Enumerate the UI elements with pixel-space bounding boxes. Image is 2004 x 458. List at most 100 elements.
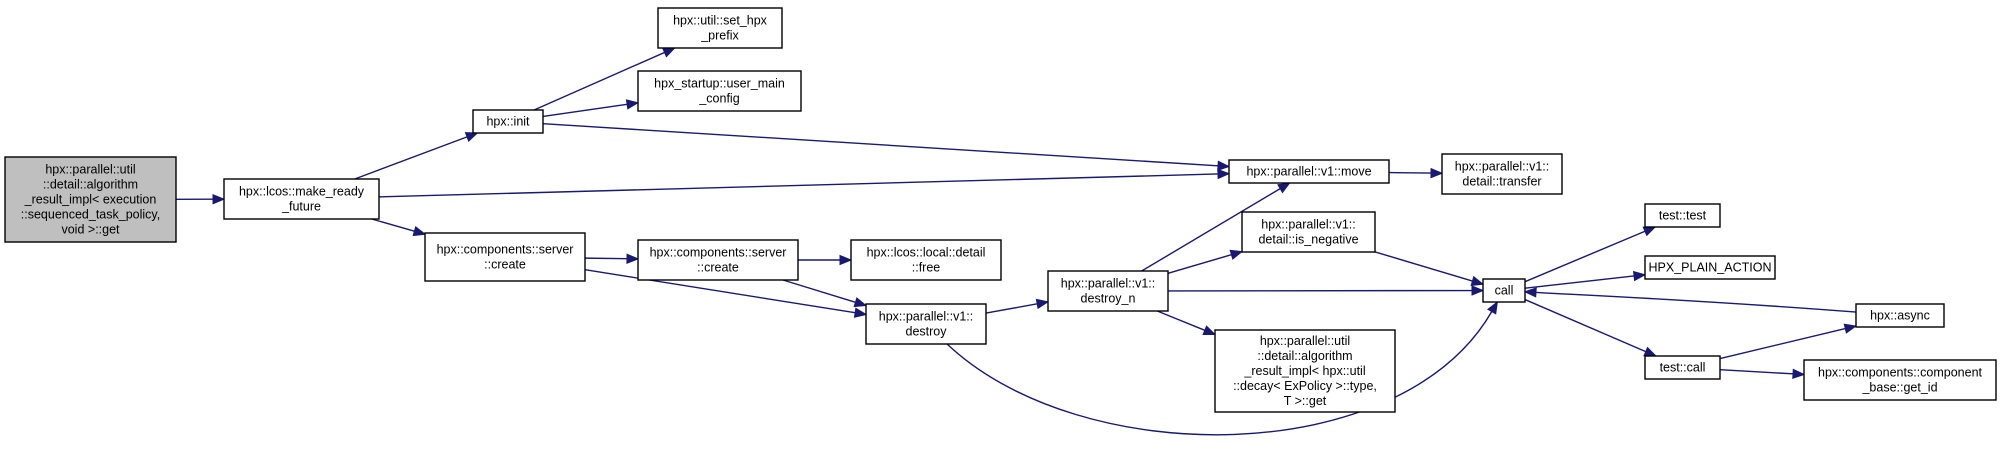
edge-destroy-to-call [946,300,1498,436]
node-box [1644,355,1721,380]
node-box [1047,270,1169,312]
node-label-line: hpx::async [1870,309,1930,323]
arrowhead [1792,368,1806,380]
edge-server_create_1-to-destroy [584,269,868,318]
node-box [472,109,544,134]
edge-async-to-call [1523,287,1857,313]
edge-destroy-to-destroy_n [985,298,1050,314]
graph-node-get-id[interactable]: hpx::components::component_base::get_id [1803,359,1997,401]
node-box [223,178,380,220]
edge-line [1156,310,1206,331]
edge-line [584,257,628,260]
node-label-line: void >::get [61,223,120,237]
node-box [1644,255,1776,280]
graph-node-test-call[interactable]: test::call [1644,355,1721,380]
node-label-line: ::create [484,258,526,272]
graph-node-init[interactable]: hpx::init [472,109,544,134]
arrowhead [626,253,640,264]
graph-node-set-hpx-prefix[interactable]: hpx::util::set_hpx_prefix [657,7,783,49]
graph-node-root[interactable]: hpx::parallel::util::detail::algorithm_r… [4,156,177,243]
graph-node-move[interactable]: hpx::parallel::v1::move [1228,159,1390,184]
node-box [424,232,586,282]
edge-line [533,51,665,111]
node-label-line: HPX_PLAIN_ACTION [1649,261,1772,275]
arrowhead [1642,226,1657,237]
edge-server_create_2-to-local_free [798,254,853,266]
node-label-line: call [1495,284,1514,298]
node-label-line: hpx::components::server [650,246,787,260]
edge-destroy_n-to-call [1167,285,1485,296]
node-box [1241,211,1376,253]
graph-node-plain-action[interactable]: HPX_PLAIN_ACTION [1644,255,1776,280]
node-label-line: ::detail::algorithm [1257,349,1352,363]
node-label-line: hpx::components::server [437,243,574,257]
node-label-line: ::create [697,261,739,275]
node-label-line: hpx::init [486,115,530,129]
arrowhead [1632,270,1647,282]
graph-node-destroy[interactable]: hpx::parallel::v1::destroy [865,303,987,345]
edge-line [1388,171,1432,174]
node-label-line: hpx::parallel::util [45,163,135,177]
edge-server_create_2-to-destroy [782,279,868,308]
node-box [865,303,987,345]
arrowhead [1217,160,1231,172]
arrowhead [625,99,640,110]
edge-line [354,136,468,180]
edge-destroy_n-to-move [1141,182,1291,272]
graph-node-make-ready-future[interactable]: hpx::lcos::make_ready_future [223,178,380,220]
node-label-line: hpx::parallel::v1::move [1246,165,1371,179]
node-label-line: T >::get [1284,394,1327,408]
node-box [637,70,802,112]
edge-make_ready_future-to-move [378,168,1231,198]
edge-line [985,303,1038,314]
edge-line [542,103,628,118]
node-label-line: ::sequenced_task_policy, [21,208,160,222]
edge-line [378,173,1219,198]
graph-node-algorithm-result-get[interactable]: hpx::parallel::util::detail::algorithm_r… [1214,329,1396,413]
node-label-line: _future [281,200,321,214]
edge-line [1167,254,1232,275]
node-label-line: ::detail::algorithm [43,178,138,192]
arrowhead [662,47,676,58]
arrowhead [1202,325,1217,335]
graph-node-local-free[interactable]: hpx::lcos::local::detail::free [850,239,1002,281]
edge-line [1535,291,1857,313]
graph-node-call[interactable]: call [1482,278,1526,303]
graph-node-user-main-config[interactable]: hpx_startup::user_main_config [637,70,802,112]
node-label-line: hpx::lcos::make_ready [239,185,365,199]
edge-line [1141,188,1281,272]
edge-destroy_n-to-algorithm_result_get [1156,310,1217,335]
arrowhead [212,193,226,205]
edge-call-to-test_call [1524,298,1658,357]
arrowhead [1470,275,1485,286]
node-label-line: hpx::parallel::v1:: [879,310,974,324]
edge-make_ready_future-to-init [354,132,479,180]
graph-node-transfer[interactable]: hpx::parallel::v1::detail::transfer [1441,153,1563,195]
node-label-line: _config [698,92,739,106]
graph-node-destroy-n[interactable]: hpx::parallel::v1::destroy_n [1047,270,1169,312]
graph-node-async[interactable]: hpx::async [1855,303,1945,328]
node-box [1644,203,1721,228]
node-label-line: hpx::parallel::v1:: [1261,218,1356,232]
node-label-line: test::test [1659,209,1707,223]
graph-node-server-create-2[interactable]: hpx::components::server::create [637,239,799,281]
node-label-line: _prefix [700,29,739,43]
node-label-line: hpx::components::component [1818,366,1983,380]
graph-nodes: hpx::parallel::util::detail::algorithm_r… [4,7,1997,413]
graph-node-server-create-1[interactable]: hpx::components::server::create [424,232,586,282]
node-box [1228,159,1390,184]
arrowhead [1523,287,1537,298]
edge-line [1719,368,1794,375]
edge-line [371,218,415,232]
graph-node-test-test[interactable]: test::test [1644,203,1721,228]
node-box [4,156,177,243]
edge-line [1524,298,1647,353]
edge-destroy_n-to-is_negative [1167,249,1244,275]
arrowhead [412,226,427,237]
graph-node-is-negative[interactable]: hpx::parallel::v1::detail::is_negative [1241,211,1376,253]
node-box [657,7,783,49]
arrowhead [1229,249,1244,260]
edge-move-to-transfer [1388,167,1444,179]
arrowhead [1035,298,1050,310]
